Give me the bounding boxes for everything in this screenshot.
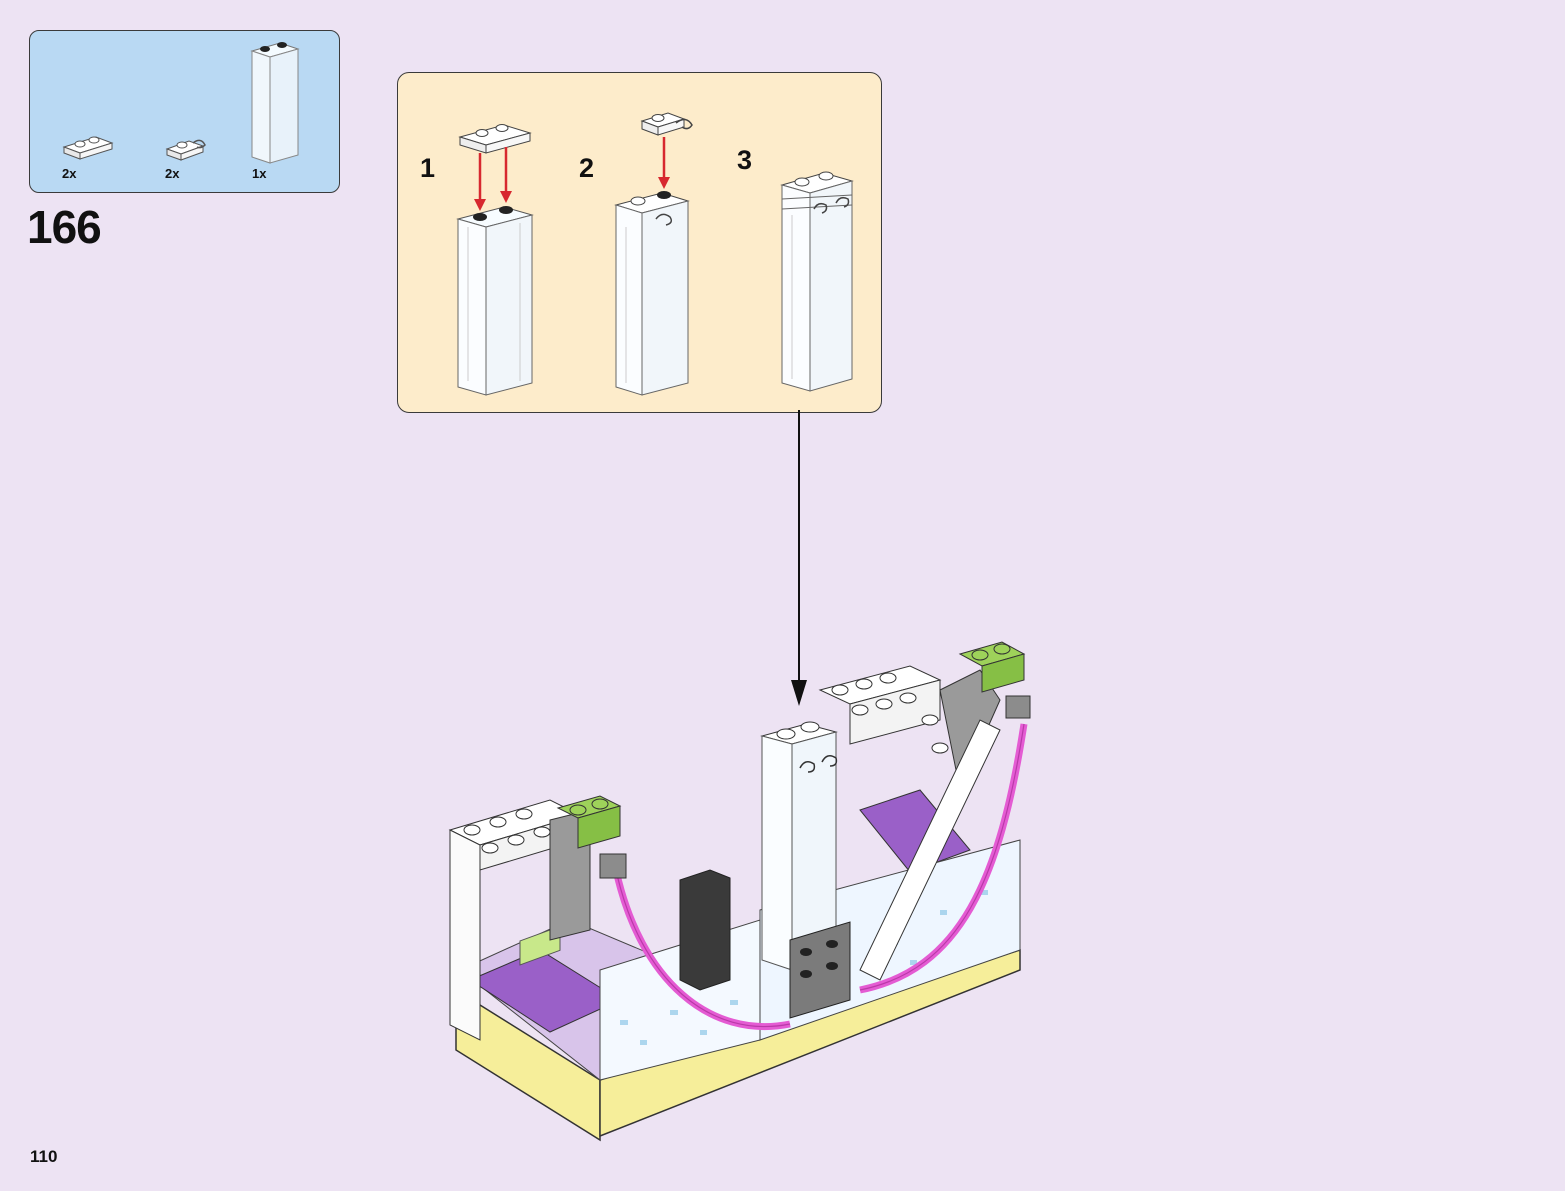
parts-qty-3: 1x — [252, 166, 267, 181]
substep-label-1: 1 — [420, 153, 436, 183]
transparent-brick-icon — [250, 42, 300, 164]
parts-qty-2: 2x — [165, 166, 180, 181]
connector-arrow — [791, 410, 807, 706]
plate-1x2-icon — [62, 136, 114, 160]
substep-2-illustration — [614, 112, 693, 396]
sub-assembly-box: 1 2 3 — [397, 72, 882, 413]
main-model-illustration — [448, 641, 1031, 1142]
step-number: 166 — [27, 201, 102, 253]
substep-3-illustration — [780, 171, 854, 392]
substep-label-3: 3 — [737, 145, 753, 175]
parts-list-box: 2x 2x 1x — [29, 30, 340, 193]
substep-1-illustration — [456, 124, 534, 396]
substep-label-2: 2 — [579, 153, 595, 183]
plate-clip-icon — [165, 139, 206, 161]
page-number: 110 — [30, 1147, 58, 1166]
parts-qty-1: 2x — [62, 166, 77, 181]
